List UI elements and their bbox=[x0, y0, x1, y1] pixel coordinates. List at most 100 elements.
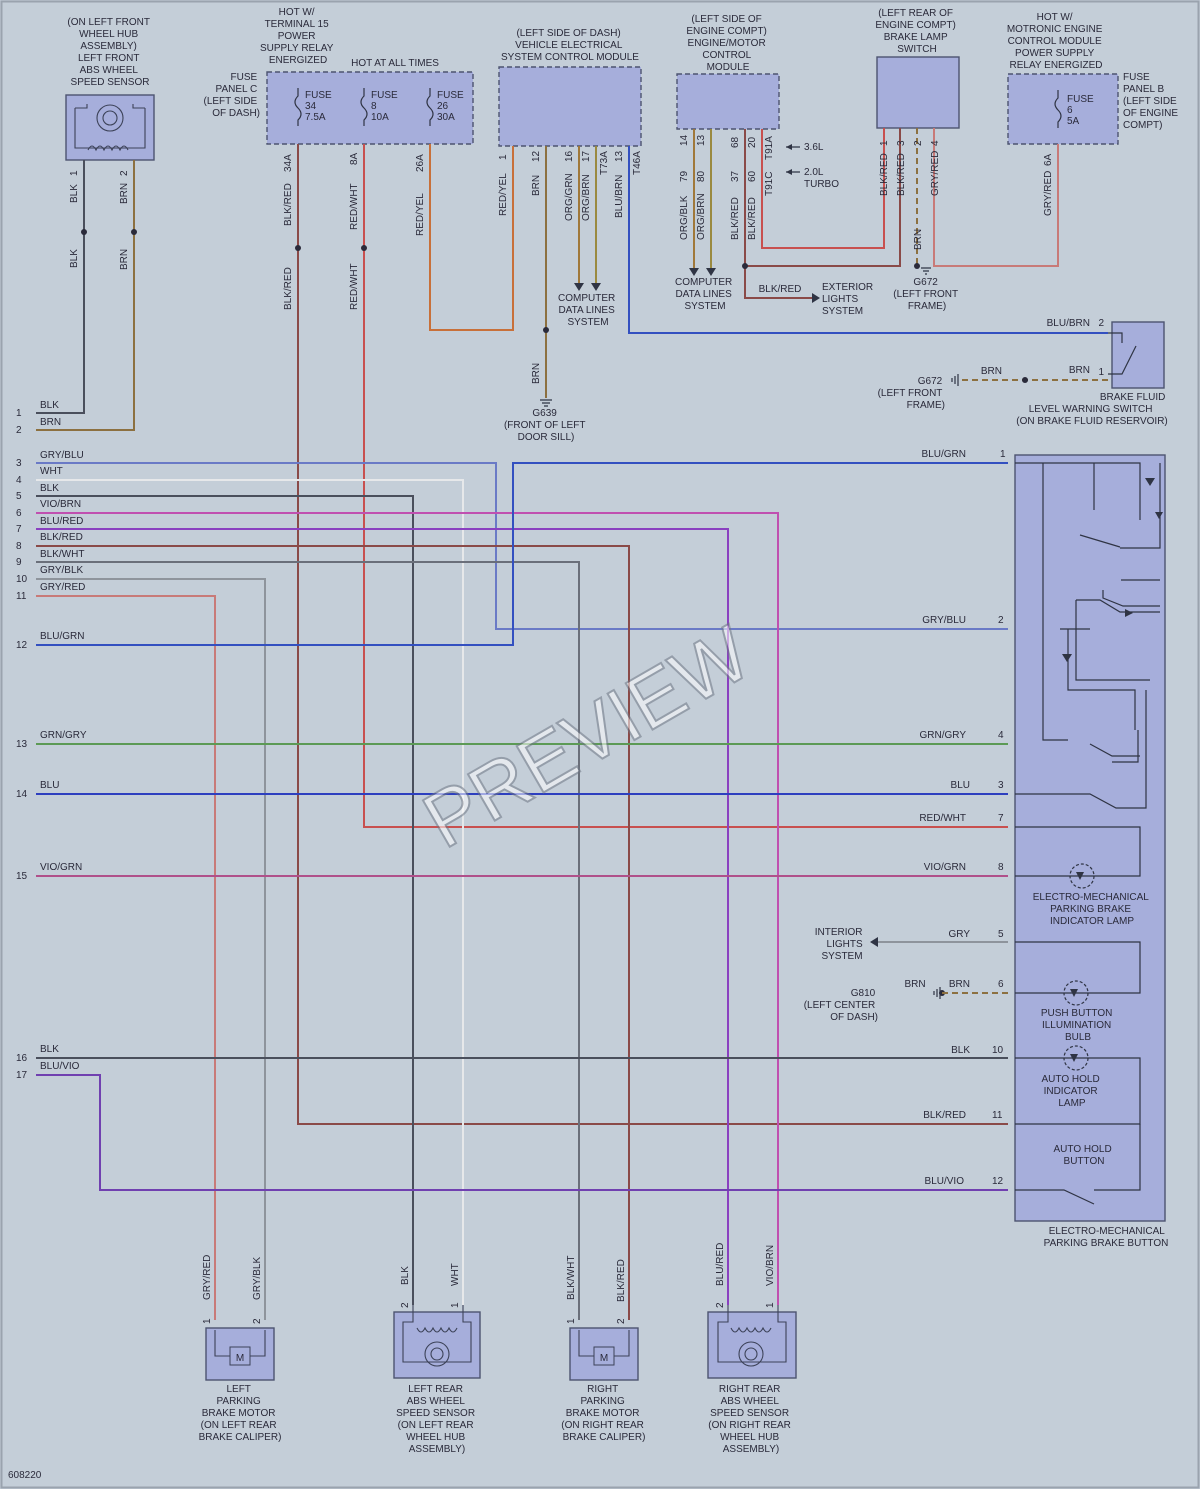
epb-button-assembly bbox=[1014, 454, 1166, 1222]
hot-motronic-label: HOT W/ MOTRONIC ENGINE CONTROL MODULE PO… bbox=[1007, 12, 1105, 71]
svg-text:7: 7 bbox=[16, 524, 22, 535]
bf-pin1: 1 bbox=[1098, 367, 1104, 378]
svg-text:68: 68 bbox=[730, 136, 741, 148]
svg-text:BLK: BLK bbox=[951, 1045, 970, 1056]
splice-dots bbox=[81, 229, 1028, 996]
g810-label: G810 (LEFT CENTER OF DASH) bbox=[804, 988, 878, 1023]
auto-hold-lamp bbox=[1063, 1045, 1089, 1071]
svg-text:3: 3 bbox=[896, 140, 907, 146]
svg-text:BRN: BRN bbox=[119, 249, 130, 270]
svg-text:BLK: BLK bbox=[40, 400, 59, 411]
svg-text:11: 11 bbox=[16, 591, 27, 602]
bf-pin2: 2 bbox=[1098, 318, 1104, 329]
brake-fluid-switch bbox=[1111, 321, 1165, 389]
svg-text:GRY/RED: GRY/RED bbox=[40, 582, 85, 593]
svg-text:2: 2 bbox=[119, 170, 130, 176]
right-rear-abs-sensor bbox=[707, 1305, 797, 1379]
svg-text:16: 16 bbox=[564, 150, 575, 162]
svg-text:ORG/GRN: ORG/GRN bbox=[564, 173, 575, 221]
ground-symbols bbox=[540, 267, 959, 999]
svg-text:BRN: BRN bbox=[119, 183, 130, 204]
computer-data-2: COMPUTER DATA LINES SYSTEM bbox=[558, 293, 618, 328]
brake-lamp-label: (LEFT REAR OF ENGINE COMPT) BRAKE LAMP S… bbox=[875, 8, 958, 55]
svg-text:GRY/BLK: GRY/BLK bbox=[252, 1257, 263, 1300]
svg-text:BLU: BLU bbox=[40, 780, 59, 791]
svg-text:GRY: GRY bbox=[949, 929, 971, 940]
doc-id: 608220 bbox=[8, 1470, 42, 1481]
g672-mid-label: G672 (LEFT FRONT FRAME) bbox=[878, 376, 945, 411]
svg-text:M: M bbox=[236, 1353, 244, 1364]
svg-text:BRN: BRN bbox=[949, 979, 970, 990]
svg-text:12: 12 bbox=[16, 640, 28, 651]
svg-text:1: 1 bbox=[69, 170, 80, 176]
svg-text:4: 4 bbox=[998, 730, 1004, 741]
svg-text:3: 3 bbox=[16, 458, 22, 469]
svg-text:T91C: T91C bbox=[764, 172, 775, 196]
fuse-panel-c-label: FUSE PANEL C (LEFT SIDE OF DASH) bbox=[204, 72, 261, 119]
epb-diodes bbox=[1062, 478, 1163, 662]
svg-text:17: 17 bbox=[581, 150, 592, 162]
auto-hold-btn-label: AUTO HOLD BUTTON bbox=[1054, 1144, 1115, 1167]
svg-text:GRY/RED: GRY/RED bbox=[1043, 171, 1054, 216]
svg-text:10: 10 bbox=[16, 574, 28, 585]
fuse-panel-b bbox=[1007, 73, 1119, 145]
svg-text:BLU/GRN: BLU/GRN bbox=[922, 449, 966, 460]
epb-button-label: ELECTRO-MECHANICAL PARKING BRAKE BUTTON bbox=[1044, 1226, 1169, 1249]
svg-text:VIO/BRN: VIO/BRN bbox=[40, 499, 81, 510]
svg-text:GRY/RED: GRY/RED bbox=[202, 1255, 213, 1300]
svg-text:GRY/BLU: GRY/BLU bbox=[40, 450, 84, 461]
svg-text:3: 3 bbox=[998, 780, 1004, 791]
svg-text:2: 2 bbox=[998, 615, 1004, 626]
ecm-module bbox=[676, 73, 780, 130]
svg-text:20: 20 bbox=[747, 136, 758, 148]
svg-text:5: 5 bbox=[16, 491, 22, 502]
svg-text:6: 6 bbox=[16, 508, 22, 519]
svg-text:BRN: BRN bbox=[531, 175, 542, 196]
svg-text:BLK: BLK bbox=[40, 1044, 59, 1055]
svg-text:BLK/RED: BLK/RED bbox=[283, 267, 294, 310]
svg-text:BLK/RED: BLK/RED bbox=[730, 197, 741, 240]
svg-text:BLU/GRN: BLU/GRN bbox=[40, 631, 84, 642]
left-rear-abs-sensor bbox=[393, 1305, 481, 1379]
svg-text:1: 1 bbox=[202, 1318, 213, 1324]
vescm-label: (LEFT SIDE OF DASH) VEHICLE ELECTRICAL S… bbox=[501, 28, 639, 63]
dashed-splices bbox=[297, 144, 365, 248]
left-front-abs-sensor bbox=[65, 94, 155, 161]
computer-data-1: COMPUTER DATA LINES SYSTEM bbox=[675, 277, 735, 312]
svg-text:BRN: BRN bbox=[40, 417, 61, 428]
svg-text:12: 12 bbox=[992, 1176, 1004, 1187]
svg-text:T91A: T91A bbox=[764, 136, 775, 160]
engine-36-label: 3.6L bbox=[804, 142, 824, 153]
svg-text:RED/WHT: RED/WHT bbox=[919, 813, 966, 824]
svg-text:BLU/VIO: BLU/VIO bbox=[40, 1061, 80, 1072]
svg-text:14: 14 bbox=[16, 789, 28, 800]
svg-text:BLU: BLU bbox=[951, 780, 970, 791]
right-parking-brake-motor: M bbox=[569, 1327, 639, 1381]
svg-text:2: 2 bbox=[913, 140, 924, 146]
left-parking-brake-motor: M bbox=[205, 1327, 275, 1381]
fuse-panel-b-label: FUSE PANEL B (LEFT SIDE OF ENGINE COMPT) bbox=[1123, 72, 1181, 131]
svg-text:VIO/GRN: VIO/GRN bbox=[40, 862, 82, 873]
interior-lights-label: INTERIOR LIGHTS SYSTEM bbox=[815, 927, 866, 962]
svg-text:2: 2 bbox=[16, 425, 22, 436]
svg-text:BLK/RED: BLK/RED bbox=[923, 1110, 966, 1121]
l-motor-label: LEFT PARKING BRAKE MOTOR (ON LEFT REAR B… bbox=[199, 1384, 282, 1443]
svg-text:1: 1 bbox=[498, 154, 509, 160]
svg-text:26A: 26A bbox=[415, 154, 426, 172]
svg-text:4: 4 bbox=[930, 140, 941, 146]
svg-text:13: 13 bbox=[16, 739, 28, 750]
svg-text:80: 80 bbox=[696, 170, 707, 182]
blk-red-ext-label: BLK/RED bbox=[759, 284, 802, 295]
brake-fluid-label: BRAKE FLUID LEVEL WARNING SWITCH (ON BRA… bbox=[1016, 392, 1168, 427]
g639-label: G639 (FRONT OF LEFT DOOR SILL) bbox=[504, 408, 588, 443]
rr-sensor-label: RIGHT REAR ABS WHEEL SPEED SENSOR (ON RI… bbox=[708, 1384, 793, 1455]
fuse-panel-c bbox=[266, 71, 474, 145]
auto-hold-lamp-label: AUTO HOLD INDICATOR LAMP bbox=[1042, 1074, 1103, 1109]
